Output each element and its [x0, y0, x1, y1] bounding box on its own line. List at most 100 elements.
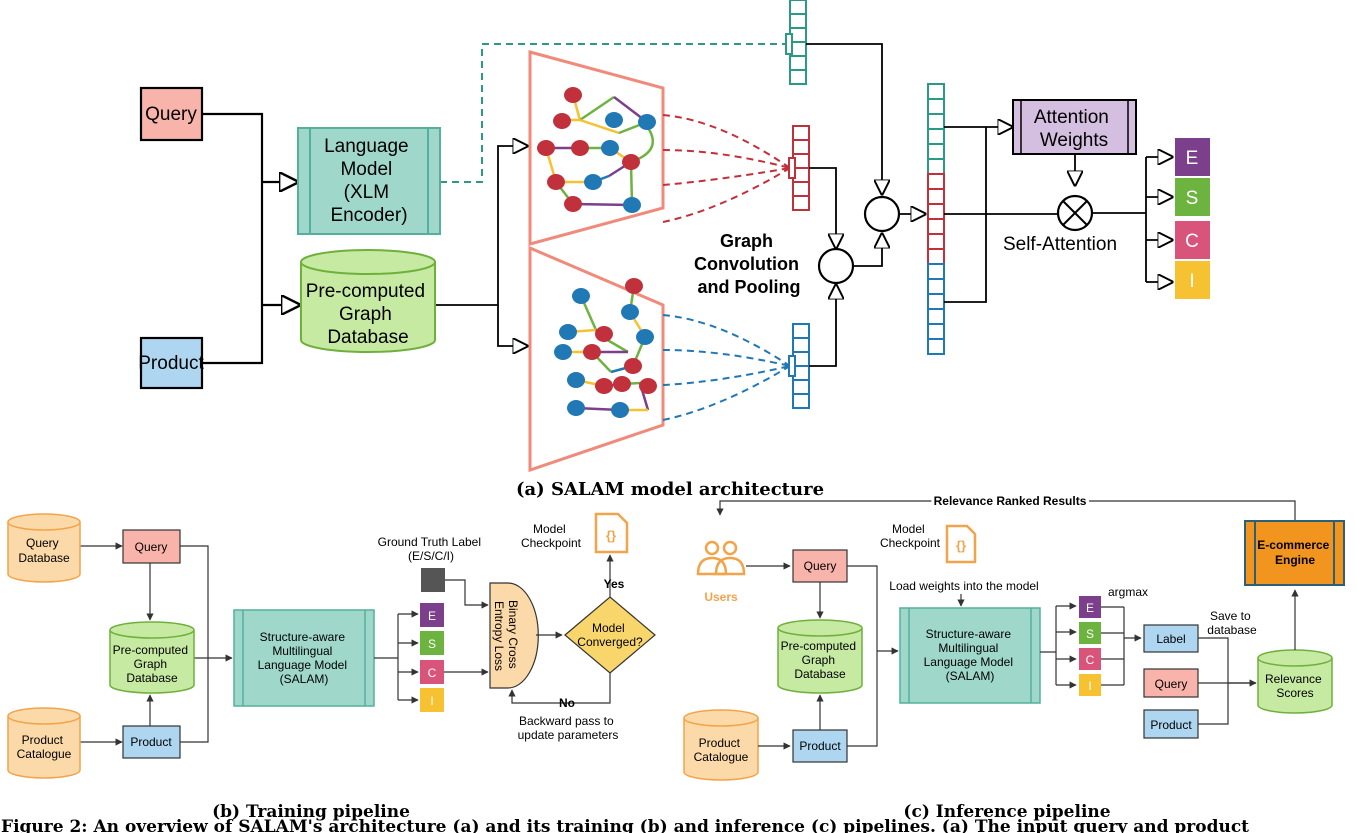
output-label-I: I: [1175, 261, 1210, 299]
model-checkpoint-label: Model Checkpoint: [521, 522, 582, 550]
product-catalogue-label: Product Catalogue: [17, 733, 72, 761]
crossed-circle-icon: [1056, 194, 1094, 232]
graph-database-label: Pre-computed Graph Database: [306, 281, 431, 348]
product-label: Product: [130, 735, 172, 749]
language-model-box: [297, 127, 441, 235]
output-label-E: E: [420, 603, 444, 627]
svg-text:S: S: [1086, 627, 1094, 641]
output-label-S: S: [420, 631, 444, 655]
product-box: [122, 725, 181, 759]
lm-to-embedding-dashed: [440, 43, 789, 183]
product-box: [792, 729, 848, 763]
product-graph-pooling-lines: [662, 314, 791, 421]
svg-text:S: S: [428, 637, 436, 651]
bce-loss-label: Binary Cross Entropy Loss: [492, 600, 520, 672]
caption-b: (b) Training pipeline: [212, 802, 410, 822]
panel-a: Query Product Language Model (XLM Encode…: [138, 0, 1210, 500]
product-graph-embedding-vector: [788, 323, 810, 409]
query-box: [122, 529, 181, 564]
language-model-label: Language Model (XLM Encoder): [324, 136, 414, 226]
svg-text:I: I: [1189, 271, 1194, 292]
query-label: Query: [135, 540, 168, 554]
database-icon: [1257, 649, 1333, 714]
svg-text:C: C: [428, 666, 437, 680]
panel-b: Query Database Query Pre-computed Graph …: [7, 512, 656, 822]
graph-database-label: Pre-computed Graph Database: [781, 639, 860, 681]
label-label: Label: [1156, 632, 1185, 646]
ecommerce-engine-box: [1244, 520, 1345, 586]
output-label-E: E: [1175, 138, 1210, 176]
svg-text:C: C: [1185, 231, 1199, 252]
output-label-C: C: [420, 660, 444, 684]
svg-text:E: E: [1186, 148, 1199, 169]
yes-label: Yes: [604, 577, 625, 591]
svg-text:I: I: [1088, 679, 1091, 693]
salam-model-label: Structure-aware Multilingual Language Mo…: [924, 627, 1017, 683]
query-database-label: Query Database: [18, 536, 70, 565]
concatenated-embedding-vector: [927, 83, 945, 355]
file-code-icon: {}: [594, 512, 629, 554]
users-label: Users: [704, 590, 738, 604]
svg-text:C: C: [1086, 653, 1095, 667]
product-box: [139, 336, 204, 390]
output-label-C: C: [1079, 648, 1101, 670]
no-label: No: [559, 696, 575, 710]
output-label-S: S: [1175, 178, 1210, 216]
svg-text:E: E: [1086, 601, 1094, 615]
load-weights-label: Load weights into the model: [889, 579, 1038, 593]
input-merge-line: [202, 112, 264, 365]
product-label: Product: [1150, 718, 1192, 732]
model-converged-label: Model Converged?: [577, 621, 643, 649]
model-converged-decision: [564, 596, 656, 674]
file-code-icon: {}: [945, 524, 977, 564]
attention-weights-box: [1012, 99, 1137, 155]
salam-model-box: [233, 609, 375, 707]
svg-text:I: I: [430, 694, 433, 708]
backward-pass-label: Backward pass to update parameters: [518, 714, 619, 742]
database-icon: [7, 513, 81, 583]
arrow-db-to-graph2: [497, 305, 527, 346]
users-icon: [696, 540, 746, 576]
salam-model-label: Structure-aware Multilingual Language Mo…: [258, 630, 351, 686]
self-attention-label: Self-Attention: [1003, 234, 1117, 255]
output-label-C: C: [1175, 221, 1210, 259]
output-label-I: I: [1079, 674, 1101, 696]
bce-loss-shape: [489, 582, 539, 689]
relevance-scores-label: Relevance Scores: [1265, 672, 1325, 700]
argmax-label: argmax: [1108, 585, 1148, 599]
circle-node-icon: [863, 195, 901, 233]
model-checkpoint-label: Model Checkpoint: [880, 522, 941, 550]
ecommerce-engine-label: E-commerce Engine: [1257, 538, 1332, 567]
ground-truth-box: [421, 568, 445, 592]
query-box: [139, 86, 204, 142]
product-label: Product: [138, 353, 204, 374]
circle-node-icon: [817, 247, 855, 285]
database-icon: [300, 249, 436, 353]
query-label: Query: [804, 559, 837, 573]
lm-embedding-vector: [785, 0, 807, 85]
caption-a: (a) SALAM model architecture: [516, 479, 824, 500]
query-graph-pooling-lines: [662, 114, 791, 223]
panel-c: Relevance Ranked Results Users Query Mod…: [683, 491, 1345, 822]
product-catalogue-label: Product Catalogue: [694, 736, 749, 764]
query-graph-embedding-vector: [788, 125, 810, 211]
query-label: Query: [145, 104, 197, 125]
relevance-ranked-results-label: Relevance Ranked Results: [934, 494, 1087, 508]
query-box: [792, 549, 848, 583]
ground-truth-label: Ground Truth Label (E/S/C/I): [378, 535, 485, 563]
graph-convolution-label: Graph Convolution and Pooling: [694, 231, 804, 297]
graph-database-label: Pre-computed Graph Database: [113, 643, 192, 685]
caption-c: (c) Inference pipeline: [903, 802, 1110, 822]
database-icon: [109, 621, 195, 694]
product-label: Product: [799, 739, 841, 753]
attention-weights-label: Attention Weights: [1034, 107, 1114, 151]
output-label-S: S: [1079, 622, 1101, 644]
query-graph: [528, 50, 665, 246]
database-icon: [683, 709, 759, 781]
product-graph: [528, 245, 665, 473]
database-icon: [777, 619, 863, 694]
database-icon: [7, 707, 81, 779]
svg-text:{}: {}: [606, 528, 616, 543]
save-to-database-label: Save to database: [1207, 609, 1257, 637]
